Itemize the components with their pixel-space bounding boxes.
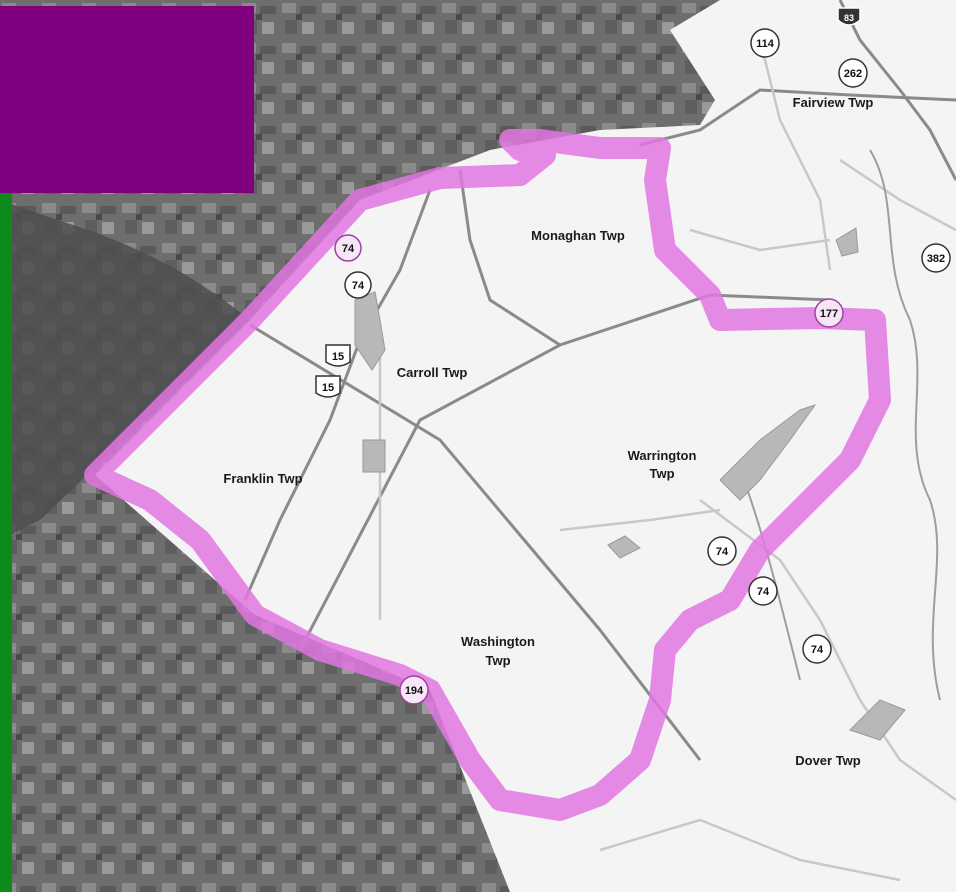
label-monaghan-twp: Monaghan Twp	[531, 228, 625, 243]
us-15-shield-upper: 15	[325, 344, 351, 367]
route-114-shield: 114	[750, 28, 780, 58]
interstate-83-shield: 83	[837, 7, 861, 26]
ridge-shading	[0, 200, 250, 540]
svg-text:114: 114	[756, 38, 775, 50]
label-warrington-line1: Warrington	[628, 448, 697, 463]
route-74-shield-south: 74	[802, 634, 832, 664]
left-edge-bar	[0, 193, 12, 892]
route-382-shield: 382	[921, 243, 951, 273]
route-194-shield: 194	[399, 675, 429, 705]
route-262-shield: 262	[838, 58, 868, 88]
svg-text:194: 194	[405, 685, 424, 697]
route-74-shield-north: 74	[344, 271, 372, 299]
label-carroll-twp: Carroll Twp	[397, 365, 468, 380]
svg-text:74: 74	[811, 644, 824, 656]
highlighted-boundary[interactable]	[84, 129, 891, 821]
route-177-shield: 177	[814, 298, 844, 328]
svg-text:262: 262	[844, 68, 862, 80]
route-shields: 83 114 262 382 74 74	[315, 7, 951, 705]
township-labels: Fairview Twp Monaghan Twp Carroll Twp Fr…	[223, 95, 873, 768]
mapped-area	[95, 0, 956, 892]
label-fairview-twp: Fairview Twp	[793, 95, 874, 110]
label-washington-line1: Washington	[461, 634, 535, 649]
built-up-areas	[354, 227, 906, 741]
label-franklin-twp: Franklin Twp	[223, 471, 302, 486]
route-74-shield-east: 74	[707, 536, 737, 566]
svg-text:74: 74	[716, 546, 729, 558]
svg-text:177: 177	[820, 308, 838, 320]
label-warrington-line2: Twp	[649, 466, 674, 481]
us-15-shield-lower: 15	[315, 375, 341, 398]
svg-text:83: 83	[844, 13, 854, 23]
svg-text:74: 74	[757, 586, 770, 598]
svg-text:15: 15	[322, 382, 334, 394]
corner-color-block	[0, 6, 254, 193]
label-washington-line2: Twp	[485, 653, 510, 668]
route-74-shield-boundary: 74	[334, 234, 362, 262]
svg-text:382: 382	[927, 253, 945, 265]
label-dover-twp: Dover Twp	[795, 753, 861, 768]
svg-text:74: 74	[342, 243, 355, 255]
svg-text:15: 15	[332, 351, 344, 363]
route-74-shield-boundary-east: 74	[748, 576, 778, 606]
svg-text:74: 74	[352, 280, 365, 292]
